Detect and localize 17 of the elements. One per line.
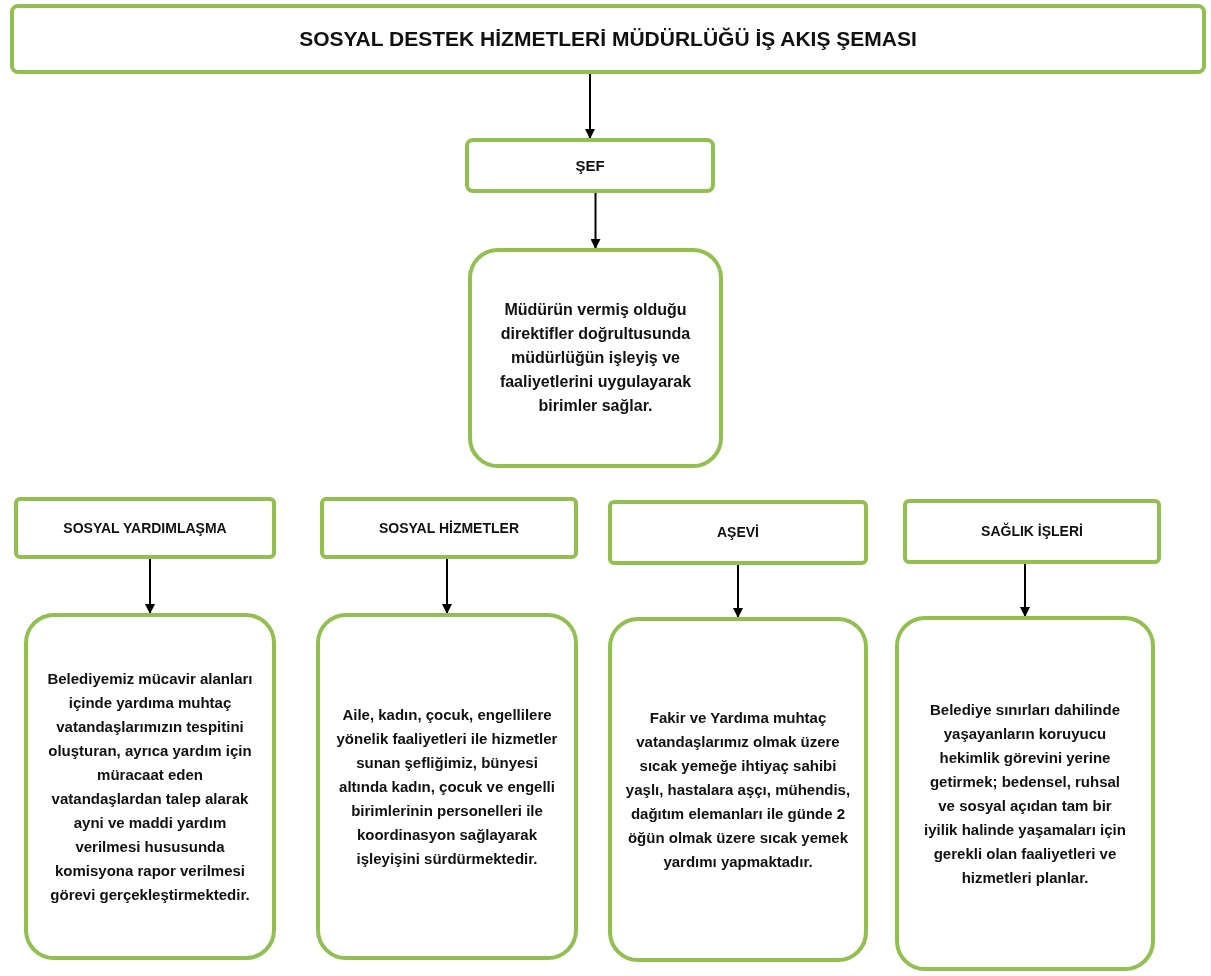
unit-box: SOSYAL HİZMETLER (320, 497, 578, 559)
description-box: Aile, kadın, çocuk, engellilere yönelik faaliyetleri ile hizmetler sunan şefliğimiz, bünyesi altında kadın, çocuk ve engelli birimlerinin personelleri ile koordinasyon sağlayarak işleyişini sürdürmektedir. (316, 613, 578, 960)
arrow (442, 558, 452, 614)
unit-box: AŞEVİ (608, 500, 868, 565)
role-box: ŞEF (465, 138, 715, 193)
description-box: Belediye sınırları dahilinde yaşayanların koruyucu hekimlik görevini yerine getirmek; bedensel, ruhsal ve sosyal açıdan tam bir iyilik halinde yaşamaları için gerekli olan faaliyetleri ve hizmetleri planlar. (895, 616, 1155, 971)
description-box: Belediyemiz mücavir alanları içinde yardıma muhtaç vatandaşlarımızın tespitini oluşturan, ayrıca yardım için müracaat eden vatandaşlardan talep alarak ayni ve maddi yardım verilmesi hususunda komisyona rapor verilmesi görevi gerçekleştirmektedir. (24, 613, 276, 960)
arrow (590, 192, 601, 249)
description-box: Müdürün vermiş olduğu direktifler doğrultusunda müdürlüğün işleyiş ve faaliyetlerini uygulayarak birimler sağlar. (468, 248, 723, 468)
arrow (733, 564, 743, 618)
unit-box: SAĞLIK İŞLERİ (903, 499, 1161, 564)
arrow (1020, 563, 1030, 617)
arrow (145, 558, 155, 614)
arrow (585, 73, 595, 139)
title-box: SOSYAL DESTEK HİZMETLERİ MÜDÜRLÜĞÜ İŞ AKIŞ ŞEMASI (10, 4, 1206, 74)
description-box: Fakir ve Yardıma muhtaç vatandaşlarımız olmak üzere sıcak yemeğe ihtiyaç sahibi yaşlı, hastalara aşçı, mühendis, dağıtım elemanları ile günde 2 öğün olmak üzere sıcak yemek yardımı yapmaktadır. (608, 617, 868, 962)
unit-box: SOSYAL YARDIMLAŞMA (14, 497, 276, 559)
